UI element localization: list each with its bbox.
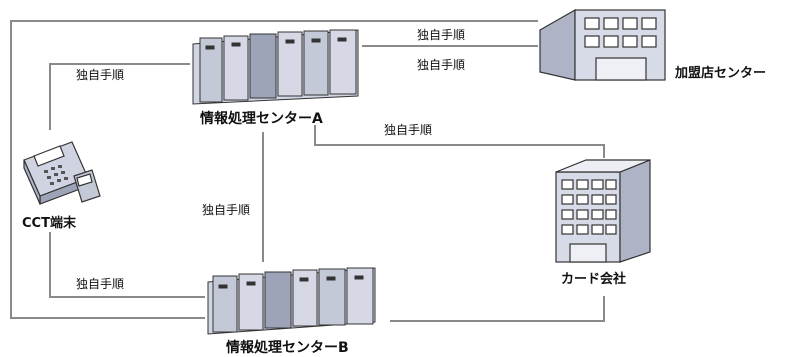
- line-cct-to-b: [49, 232, 205, 298]
- connection-lines: [10, 20, 605, 322]
- server-a-icon: [192, 29, 359, 105]
- merchant-center-building-icon: [539, 8, 666, 81]
- edge-label-outer-top: 独自手順: [417, 28, 466, 42]
- card-company-building-icon: [555, 159, 651, 263]
- edge-label-a-to-merchant: 独自手順: [417, 58, 466, 72]
- node-label-center-b: 情報処理センターB: [226, 340, 349, 356]
- node-label-merchant-center: 加盟店センター: [675, 66, 767, 81]
- line-b-to-card: [390, 296, 605, 322]
- line-cct-to-a: [49, 63, 190, 130]
- line-a-to-card: [314, 125, 605, 158]
- cct-terminal-icon: [23, 141, 101, 205]
- edge-label-a-to-b: 独自手順: [202, 203, 251, 217]
- edge-label-cct-to-b: 独自手順: [76, 277, 125, 291]
- edge-label-cct-to-a: 独自手順: [76, 68, 125, 82]
- node-label-cct: CCT端末: [22, 216, 76, 231]
- line-outer-loop: [10, 20, 538, 319]
- node-label-card-company: カード会社: [561, 272, 627, 287]
- server-b-icon: [207, 267, 376, 335]
- edge-label-a-to-card: 独自手順: [384, 123, 433, 137]
- node-label-center-a: 情報処理センターA: [200, 111, 323, 127]
